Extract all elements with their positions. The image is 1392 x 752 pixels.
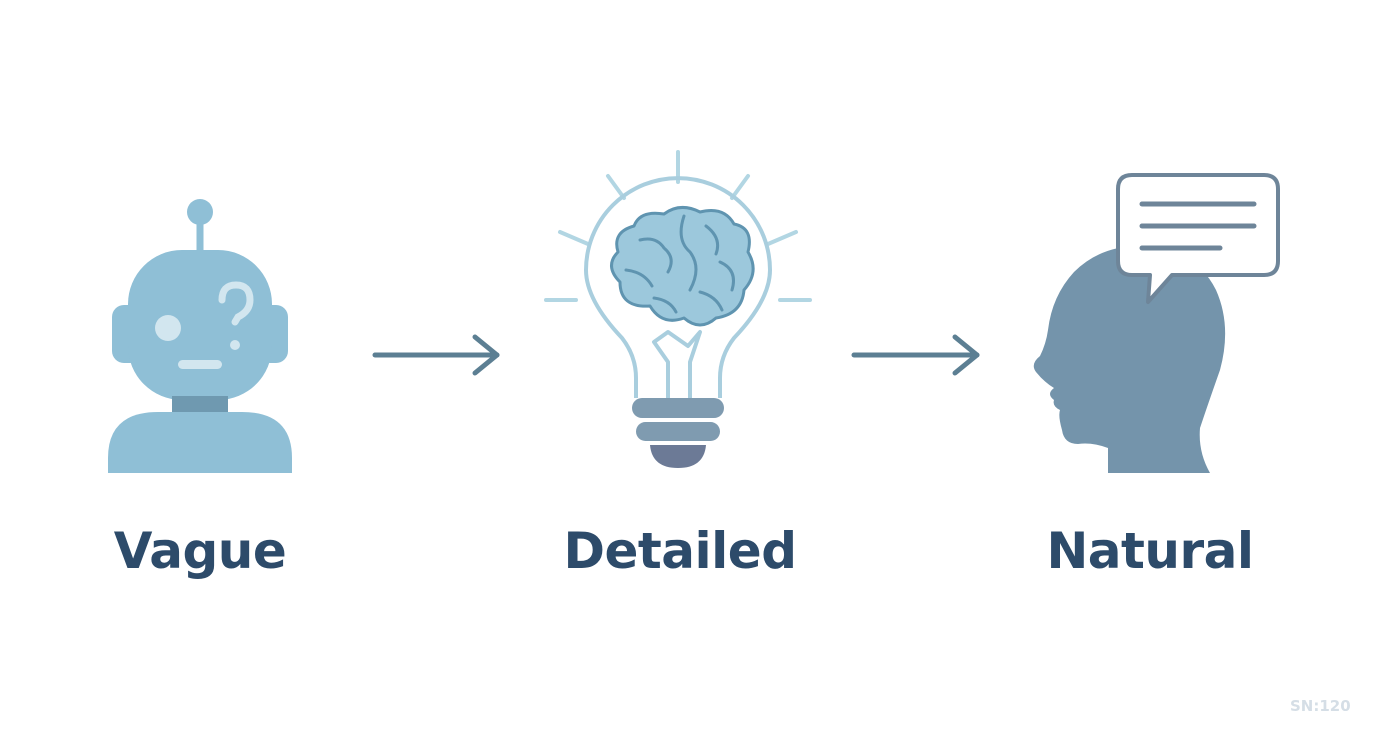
arrow-right-icon — [372, 334, 500, 376]
head-speech-bubble-icon — [1033, 173, 1280, 473]
stage-label-vague: Vague — [113, 522, 287, 580]
stage-label-detailed: Detailed — [563, 522, 797, 580]
lightbulb-brain-icon — [544, 150, 812, 468]
speech-bubble-icon — [1116, 173, 1280, 304]
arrow-right-icon — [851, 334, 980, 376]
stage-label-natural: Natural — [1046, 522, 1254, 580]
brain-icon — [610, 206, 755, 327]
watermark-text: SN:120 — [1290, 697, 1351, 715]
robot-question-icon — [108, 199, 292, 473]
light-rays — [544, 150, 812, 302]
